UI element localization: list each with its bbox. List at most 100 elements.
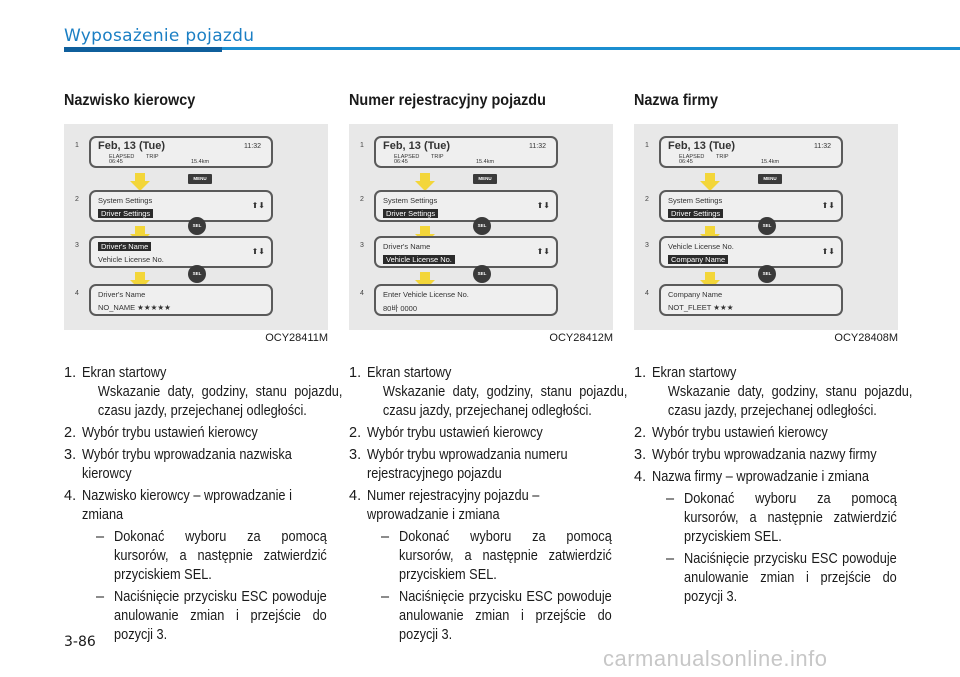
menu-line-selected: Driver Settings <box>668 209 724 218</box>
sub-text: Naciśnięcie przycisku ESC powoduje anulo… <box>114 589 327 643</box>
arrow-stem <box>420 226 430 234</box>
elapsed-label: ELAPSED <box>109 154 135 160</box>
step-number: 4. <box>634 469 647 485</box>
dash-bullet: – <box>666 491 675 507</box>
column-title: Nazwa firmy <box>634 92 719 109</box>
watermark: carmanualsonline.info <box>603 646 828 671</box>
section-title: Wyposażenie pojazdu <box>64 26 255 46</box>
input-panel: Enter Vehicle License No. 80바 0000 <box>374 284 558 316</box>
trip-label: TRIP <box>716 154 729 160</box>
step-text: Wybór trybu ustawień kierowcy <box>652 425 828 441</box>
up-down-icon: ⬆⬇ <box>821 247 835 256</box>
sub-item: –Naciśnięcie przycisku ESC powoduje anul… <box>652 550 898 607</box>
mode-panel: Vehicle License No. Company Name ⬆⬇ <box>659 236 843 268</box>
arrow-stem <box>135 226 145 234</box>
menu-line-selected: Driver Settings <box>383 209 439 218</box>
sub-item: –Naciśnięcie przycisku ESC powoduje anul… <box>367 588 613 645</box>
up-down-icon: ⬆⬇ <box>821 201 835 210</box>
up-down-icon: ⬆⬇ <box>251 247 265 256</box>
arrow-stem <box>420 173 430 181</box>
date-label: Feb, 13 (Tue) <box>98 140 166 152</box>
step-description: Wskazanie daty, godziny, stanu pojazdu, … <box>667 384 913 419</box>
step-item: 2. Wybór trybu ustawień kierowcy <box>349 424 613 443</box>
elapsed-label: ELAPSED <box>679 154 705 160</box>
panel-number: 1 <box>75 142 79 149</box>
panel-number: 2 <box>360 196 364 203</box>
menu-line: Vehicle License No. <box>383 255 455 264</box>
menu-line-selected: Driver Settings <box>98 209 154 218</box>
arrow-stem <box>705 173 715 181</box>
input-label: Company Name <box>668 290 723 299</box>
input-panel: Company Name NOT_FLEET ★★★ <box>659 284 843 316</box>
figure-code: OCY28412M <box>549 332 613 344</box>
home-panel: Feb, 13 (Tue) 11:32 ELAPSED TRIP 06:45 1… <box>374 136 558 168</box>
step-number: 3. <box>64 447 77 463</box>
menu-line: Vehicle License No. <box>98 255 164 264</box>
down-arrow <box>130 181 150 191</box>
panel-number: 4 <box>645 290 649 297</box>
arrow-stem <box>705 226 715 234</box>
menu-line: Driver's Name <box>383 242 431 251</box>
display-figure: 1 Feb, 13 (Tue) 11:32 ELAPSED TRIP 06:45… <box>634 124 898 330</box>
up-down-icon: ⬆⬇ <box>251 201 265 210</box>
header-rule-accent <box>64 47 222 52</box>
column-title: Numer rejestracyjny pojazdu <box>349 92 546 109</box>
figure-code: OCY28411M <box>265 332 328 344</box>
home-panel: Feb, 13 (Tue) 11:32 ELAPSED TRIP 06:45 1… <box>89 136 273 168</box>
step-number: 1. <box>634 365 647 381</box>
elapsed-value: 06:45 <box>679 159 693 165</box>
dash-bullet: – <box>381 529 390 545</box>
sub-text: Dokonać wyboru za pomocą kursorów, a nas… <box>399 529 612 583</box>
up-down-icon: ⬆⬇ <box>536 247 550 256</box>
settings-panel: System Settings Driver Settings ⬆⬇ <box>659 190 843 222</box>
header-rule <box>64 47 960 50</box>
panel-number: 3 <box>360 242 364 249</box>
elapsed-label: ELAPSED <box>394 154 420 160</box>
menu-button: MENU <box>758 174 782 184</box>
step-number: 1. <box>64 365 77 381</box>
input-label: Enter Vehicle License No. <box>383 290 469 299</box>
trip-label: TRIP <box>431 154 444 160</box>
column-title: Nazwisko kierowcy <box>64 92 196 109</box>
step-number: 2. <box>634 425 647 441</box>
step-number: 4. <box>349 488 362 504</box>
step-number: 2. <box>349 425 362 441</box>
sel-button: SEL <box>188 217 206 235</box>
arrow-stem <box>135 272 145 280</box>
time-label: 11:32 <box>814 143 831 150</box>
date-label: Feb, 13 (Tue) <box>668 140 736 152</box>
sub-item: –Dokonać wyboru za pomocą kursorów, a na… <box>367 528 613 585</box>
dash-bullet: – <box>666 551 675 567</box>
menu-line: Vehicle License No. <box>668 242 734 251</box>
step-text: Nazwa firmy – wprowadzanie i zmiana <box>652 469 870 485</box>
mode-panel: Driver's Name Vehicle License No. ⬆⬇ <box>89 236 273 268</box>
display-figure: 1 Feb, 13 (Tue) 11:32 ELAPSED TRIP 06:45… <box>64 124 328 330</box>
step-text: Wybór trybu wprowadzania numeru rejestra… <box>367 447 568 482</box>
column-3: Nazwa firmy 1 Feb, 13 (Tue) 11:32 ELAPSED… <box>634 92 912 610</box>
sel-button: SEL <box>758 217 776 235</box>
sub-text: Naciśnięcie przycisku ESC powoduje anulo… <box>684 551 897 605</box>
dash-bullet: – <box>381 589 390 605</box>
trip-label: TRIP <box>146 154 159 160</box>
settings-panel: System Settings Driver Settings ⬆⬇ <box>374 190 558 222</box>
panel-number: 4 <box>75 290 79 297</box>
panel-number: 2 <box>75 196 79 203</box>
menu-line: System Settings <box>98 196 153 205</box>
sub-item: –Dokonać wyboru za pomocą kursorów, a na… <box>652 490 898 547</box>
input-value: NO_NAME ★★★★★ <box>98 303 171 312</box>
sub-text: Dokonać wyboru za pomocą kursorów, a nas… <box>684 491 897 545</box>
step-text: Ekran startowy <box>82 365 167 381</box>
home-panel: Feb, 13 (Tue) 11:32 ELAPSED TRIP 06:45 1… <box>659 136 843 168</box>
panel-number: 4 <box>360 290 364 297</box>
sub-text: Naciśnięcie przycisku ESC powoduje anulo… <box>399 589 612 643</box>
step-text: Wybór trybu ustawień kierowcy <box>367 425 543 441</box>
step-item: 3. Wybór trybu wprowadzania nazwy firmy <box>634 446 898 465</box>
input-label: Driver's Name <box>98 290 146 299</box>
trip-value: 15.4km <box>191 159 210 165</box>
sel-button: SEL <box>758 265 776 283</box>
input-panel: Driver's Name NO_NAME ★★★★★ <box>89 284 273 316</box>
